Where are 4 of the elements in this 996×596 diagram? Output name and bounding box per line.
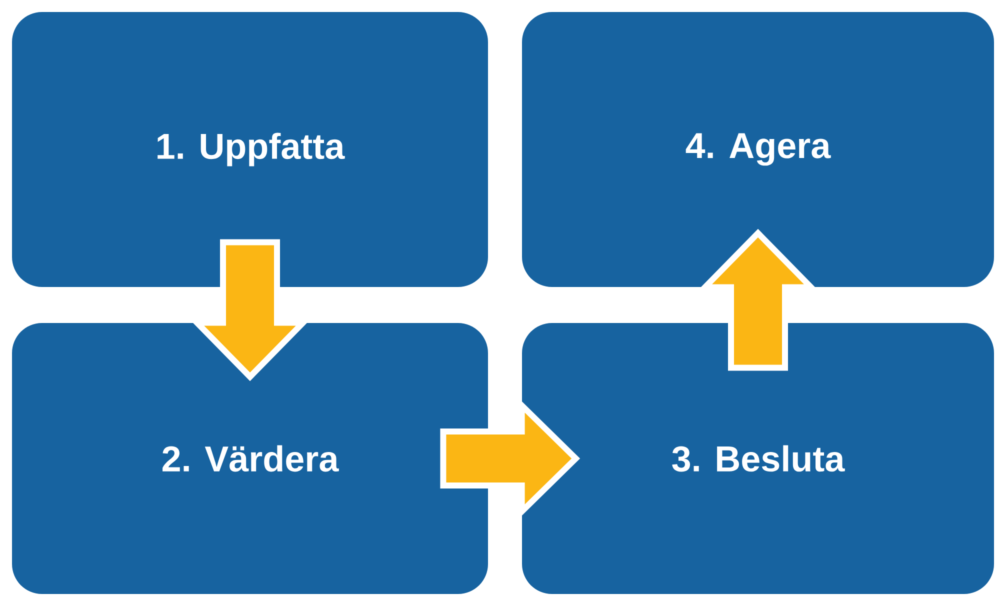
process-box: 2. Värdera <box>12 322 488 594</box>
process-box: 4. Agera <box>522 12 994 287</box>
process-box: 3. Besluta <box>522 322 994 594</box>
process-box: 1. Uppfatta <box>12 12 488 287</box>
